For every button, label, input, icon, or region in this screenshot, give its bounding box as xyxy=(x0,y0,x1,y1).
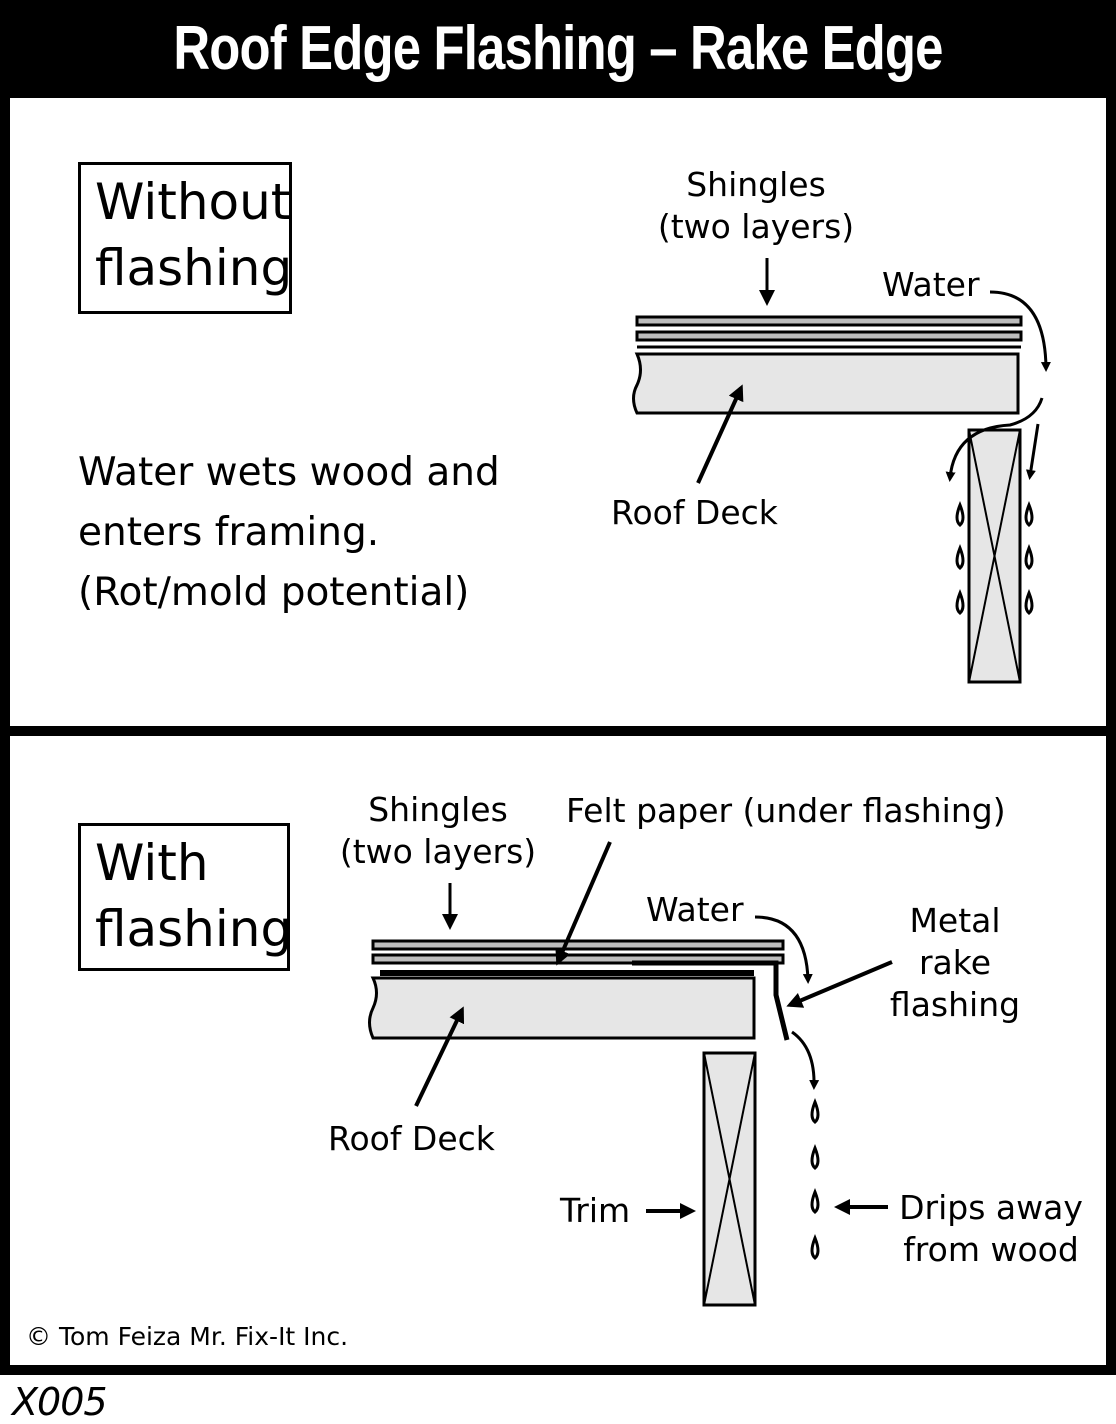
top-water-path-2 xyxy=(945,397,1044,482)
tag-line-1: With xyxy=(95,834,209,892)
flashing-label-line-2: rake xyxy=(918,943,992,982)
bottom-flashing-arrow xyxy=(786,960,893,1008)
tag-with-flashing: With flashing xyxy=(78,823,293,971)
top-roof-deck-label: Roof Deck xyxy=(611,493,778,532)
tag-line-2: flashing xyxy=(95,239,293,297)
top-shingles-label: Shingles (two layers) xyxy=(640,164,872,248)
bottom-drips-label: Drips away from wood xyxy=(896,1187,1086,1271)
bottom-water-label: Water xyxy=(646,890,744,929)
flashing-label-line-1: Metal xyxy=(909,901,1001,940)
bottom-roof-deck-label: Roof Deck xyxy=(328,1119,495,1158)
top-water-path xyxy=(989,290,1051,372)
shingles-label-line-2: (two layers) xyxy=(657,207,855,246)
bottom-metal-flashing-label: Metal rake flashing xyxy=(870,900,1040,1026)
bottom-trim-label: Trim xyxy=(560,1191,631,1230)
page-title: Roof Edge Flashing – Rake Edge xyxy=(173,14,943,83)
shingles-label-line-1: Shingles xyxy=(686,165,826,204)
copyright-text: © Tom Feiza Mr. Fix-It Inc. xyxy=(26,1322,349,1351)
bottom-shingles-label: Shingles (two layers) xyxy=(322,789,554,873)
bottom-metal-flashing xyxy=(632,960,790,1041)
top-water-label: Water xyxy=(882,265,980,304)
description-line-2: enters framing. xyxy=(78,510,380,555)
top-framing xyxy=(967,428,1022,684)
flashing-label-line-3: flashing xyxy=(889,985,1021,1024)
top-water-path-3 xyxy=(1025,423,1040,480)
bottom-roof-deck xyxy=(368,976,756,1040)
drips-label-line-1: Drips away xyxy=(899,1188,1083,1227)
bottom-roof-deck-arrow xyxy=(414,1006,465,1107)
top-description: Water wets wood and enters framing. (Rot… xyxy=(78,443,500,623)
drips-label-line-2: from wood xyxy=(903,1230,1079,1269)
figure-code: X005 xyxy=(12,1380,108,1424)
top-roof-deck-arrow xyxy=(696,384,744,484)
bottom-trim-board xyxy=(702,1051,757,1307)
tag-line-1: Without xyxy=(95,173,291,231)
top-shingles xyxy=(635,315,1023,349)
top-roof-deck xyxy=(632,352,1020,415)
shingles-label-line-2: (two layers) xyxy=(339,832,537,871)
bottom-felt-arrow xyxy=(555,841,612,966)
top-water-drips xyxy=(955,500,1034,615)
shingles-label-line-1: Shingles xyxy=(368,790,508,829)
description-line-3: (Rot/mold potential) xyxy=(78,570,470,615)
bottom-water-path xyxy=(754,915,813,984)
tag-without-flashing: Without flashing xyxy=(78,162,292,314)
bottom-water-path-2 xyxy=(791,1030,820,1090)
bottom-water-drips xyxy=(810,1097,820,1260)
bottom-shingles xyxy=(371,939,785,965)
description-line-1: Water wets wood and xyxy=(78,450,500,495)
tag-line-2: flashing xyxy=(95,900,293,958)
bottom-felt-paper-label: Felt paper (under flashing) xyxy=(566,791,1006,830)
